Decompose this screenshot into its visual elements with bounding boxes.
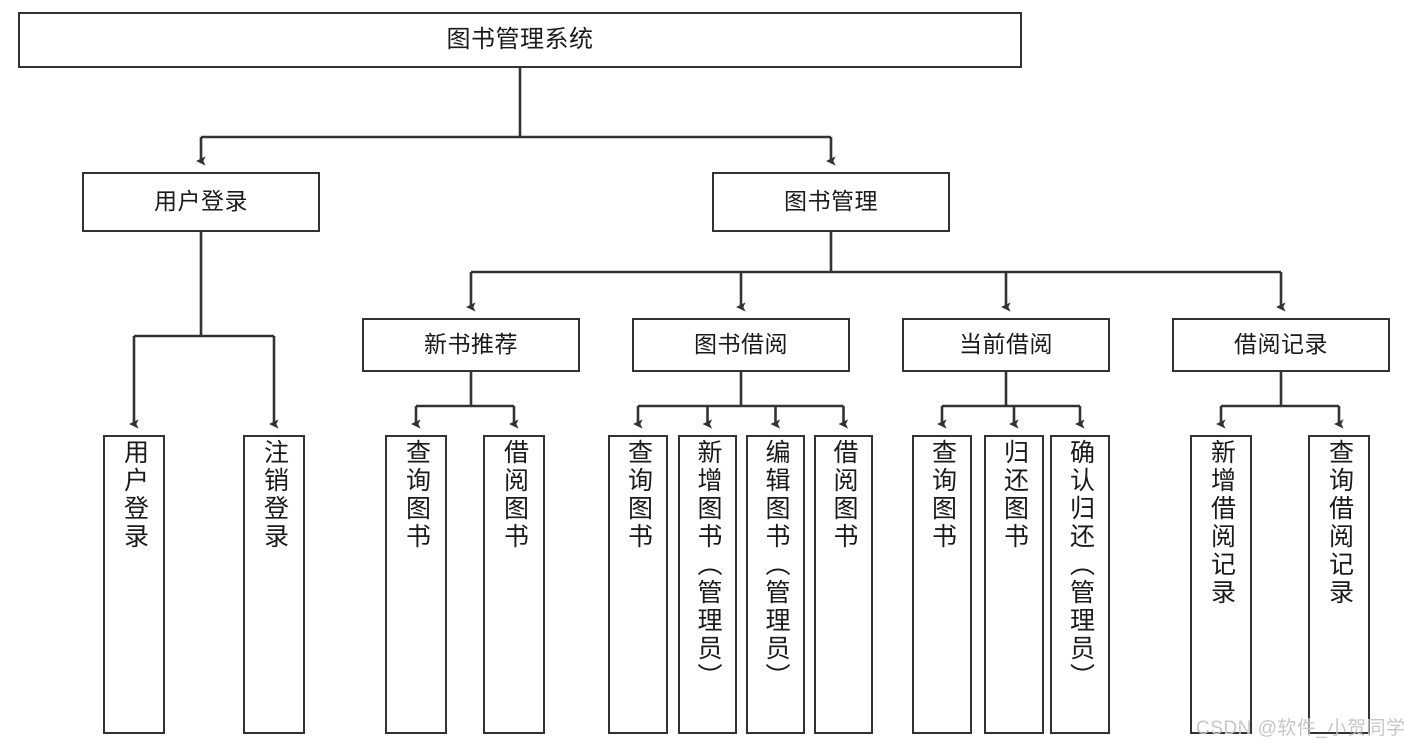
node-label: 用户登录 <box>120 439 149 551</box>
node-current[interactable]: 当前借阅 <box>902 318 1110 372</box>
node-login[interactable]: 用户登录 <box>82 172 320 232</box>
node-label: 注销登录 <box>260 439 289 551</box>
node-leaf-cu-query[interactable]: 查询图书 <box>912 435 972 734</box>
node-label: 编辑图书（管理员） <box>762 439 790 691</box>
node-label: 新增图书（管理员） <box>694 439 722 691</box>
watermark-text: CSDN @软件_小贺同学 <box>1196 718 1405 739</box>
node-leaf-cu-return[interactable]: 归还图书 <box>984 435 1044 734</box>
node-label: 借阅图书 <box>500 439 529 551</box>
node-label: 查询图书 <box>928 439 957 551</box>
node-label: 图书管理 <box>784 188 878 215</box>
node-label: 新书推荐 <box>424 331 518 358</box>
node-leaf-cu-confirm[interactable]: 确认归还（管理员） <box>1050 435 1110 734</box>
node-bookmgmt[interactable]: 图书管理 <box>712 172 950 232</box>
node-label: 借阅图书 <box>830 439 858 551</box>
node-leaf-bk-query[interactable]: 查询图书 <box>608 435 668 734</box>
node-leaf-user-login[interactable]: 用户登录 <box>103 435 165 734</box>
node-leaf-nb-query[interactable]: 查询图书 <box>385 435 447 734</box>
node-root[interactable]: 图书管理系统 <box>18 12 1022 68</box>
node-leaf-bk-edit[interactable]: 编辑图书（管理员） <box>746 435 805 734</box>
node-label: 查询借阅记录 <box>1325 439 1354 607</box>
node-label: 当前借阅 <box>959 331 1053 358</box>
node-label: 新增借阅记录 <box>1207 439 1236 607</box>
edge-lines <box>129 68 1344 429</box>
node-label: 图书借阅 <box>694 331 788 358</box>
node-borrow[interactable]: 图书借阅 <box>632 318 850 372</box>
node-label: 用户登录 <box>154 188 248 215</box>
node-label: 查询图书 <box>402 439 431 551</box>
node-leaf-rc-query[interactable]: 查询借阅记录 <box>1308 435 1370 734</box>
node-leaf-bk-borrow[interactable]: 借阅图书 <box>814 435 873 734</box>
node-leaf-bk-add[interactable]: 新增图书（管理员） <box>678 435 737 734</box>
node-label: 查询图书 <box>624 439 653 551</box>
node-label: 图书管理系统 <box>446 25 594 53</box>
node-newbook[interactable]: 新书推荐 <box>362 318 580 372</box>
node-label: 确认归还（管理员） <box>1066 439 1095 691</box>
node-label: 借阅记录 <box>1234 331 1328 358</box>
node-records[interactable]: 借阅记录 <box>1172 318 1390 372</box>
node-leaf-rc-add[interactable]: 新增借阅记录 <box>1190 435 1252 734</box>
node-leaf-user-logout[interactable]: 注销登录 <box>243 435 305 734</box>
node-leaf-nb-borrow[interactable]: 借阅图书 <box>483 435 545 734</box>
node-label: 归还图书 <box>1000 439 1029 551</box>
